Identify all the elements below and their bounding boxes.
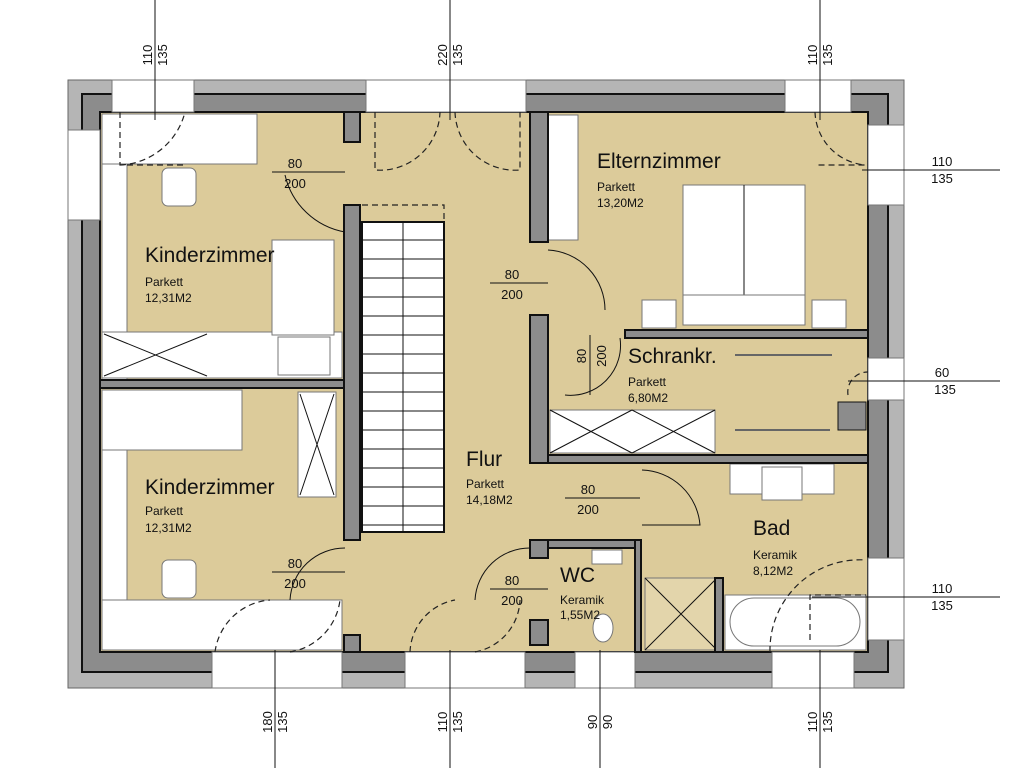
- window-dim-height: 90: [600, 715, 615, 729]
- window-dim-height: 135: [931, 598, 953, 613]
- windows: [67, 79, 905, 689]
- room-area: 8,12M2: [753, 564, 793, 578]
- room-name: WC: [560, 564, 595, 587]
- window-dim-height: 135: [450, 711, 465, 733]
- window-dim-height: 135: [155, 44, 170, 66]
- window: [211, 651, 343, 689]
- room-name: Elternzimmer: [597, 150, 721, 173]
- window-dim-width: 110: [932, 581, 953, 596]
- room-schrankraum: Schrankr. Parkett 6,80M2: [628, 345, 717, 405]
- window-dim-height: 135: [820, 711, 835, 733]
- window-dimensions: 110 135 220 135 110 135 110 135 60 135 1…: [140, 44, 956, 733]
- room-name: Bad: [753, 517, 790, 540]
- room-floor: Parkett: [145, 504, 184, 518]
- room-floor: Keramik: [753, 548, 798, 562]
- room-area: 6,80M2: [628, 391, 668, 405]
- door-dim-width: 80: [288, 556, 302, 571]
- window-dim-width: 220: [435, 44, 450, 66]
- window: [365, 79, 527, 113]
- door-dim-width: 80: [574, 349, 589, 363]
- room-name: Kinderzimmer: [145, 244, 275, 267]
- room-elternzimmer: Elternzimmer Parkett 13,20M2: [597, 150, 721, 210]
- window: [867, 124, 905, 206]
- window-dim-height: 135: [275, 711, 290, 733]
- window: [771, 651, 855, 689]
- window-dim-width: 110: [805, 45, 820, 66]
- window: [111, 79, 195, 113]
- room-kinderzimmer-top: Kinderzimmer Parkett 12,31M2: [145, 244, 275, 305]
- window-dim-width: 60: [935, 365, 949, 380]
- room-area: 12,31M2: [145, 521, 192, 535]
- room-kinderzimmer-bottom: Kinderzimmer Parkett 12,31M2: [145, 476, 275, 535]
- door-dim-height: 200: [594, 345, 609, 367]
- window: [784, 79, 852, 113]
- door-swings: [119, 111, 869, 653]
- room-floor: Parkett: [145, 275, 184, 289]
- door-dim-height: 200: [501, 287, 523, 302]
- room-floor: Parkett: [628, 375, 667, 389]
- window: [867, 357, 905, 401]
- furniture: [101, 113, 867, 651]
- window-dim-height: 135: [931, 171, 953, 186]
- interior-walls: [99, 111, 869, 653]
- window-dim-width: 110: [435, 712, 450, 733]
- room-flur: Flur Parkett 14,18M2: [466, 448, 513, 507]
- room-name: Schrankr.: [628, 345, 717, 368]
- room-area: 13,20M2: [597, 196, 644, 210]
- room-area: 14,18M2: [466, 493, 513, 507]
- window-dim-height: 135: [450, 44, 465, 66]
- window: [67, 129, 101, 221]
- room-wc: WC Keramik 1,55M2: [560, 564, 605, 622]
- door-dim-width: 80: [288, 156, 302, 171]
- window-dim-width: 90: [585, 715, 600, 729]
- door-dim-width: 80: [581, 482, 595, 497]
- dimension-lines: [154, 0, 1000, 768]
- door-dim-height: 200: [577, 502, 599, 517]
- door-dimensions: 80 200 80 200 80 200 80 200 80 200 80 20…: [284, 156, 609, 608]
- window: [404, 651, 526, 689]
- window-dim-width: 180: [260, 711, 275, 733]
- door-dim-width: 80: [505, 267, 519, 282]
- room-name: Kinderzimmer: [145, 476, 275, 499]
- room-floor: Parkett: [597, 180, 636, 194]
- door-dim-height: 200: [284, 176, 306, 191]
- door-dim-height: 200: [284, 576, 306, 591]
- window-dim-height: 135: [934, 382, 956, 397]
- room-area: 12,31M2: [145, 291, 192, 305]
- window-dim-width: 110: [932, 154, 953, 169]
- window-dim-width: 110: [805, 712, 820, 733]
- room-floor: Parkett: [466, 477, 505, 491]
- window: [574, 651, 636, 689]
- door-dim-height: 200: [501, 593, 523, 608]
- room-bad: Bad Keramik 8,12M2: [753, 517, 798, 578]
- window-dim-width: 110: [140, 45, 155, 66]
- room-area: 1,55M2: [560, 608, 600, 622]
- room-floor: Keramik: [560, 593, 605, 607]
- window-dim-height: 135: [820, 44, 835, 66]
- window: [867, 557, 905, 641]
- door-dim-width: 80: [505, 573, 519, 588]
- room-name: Flur: [466, 448, 502, 471]
